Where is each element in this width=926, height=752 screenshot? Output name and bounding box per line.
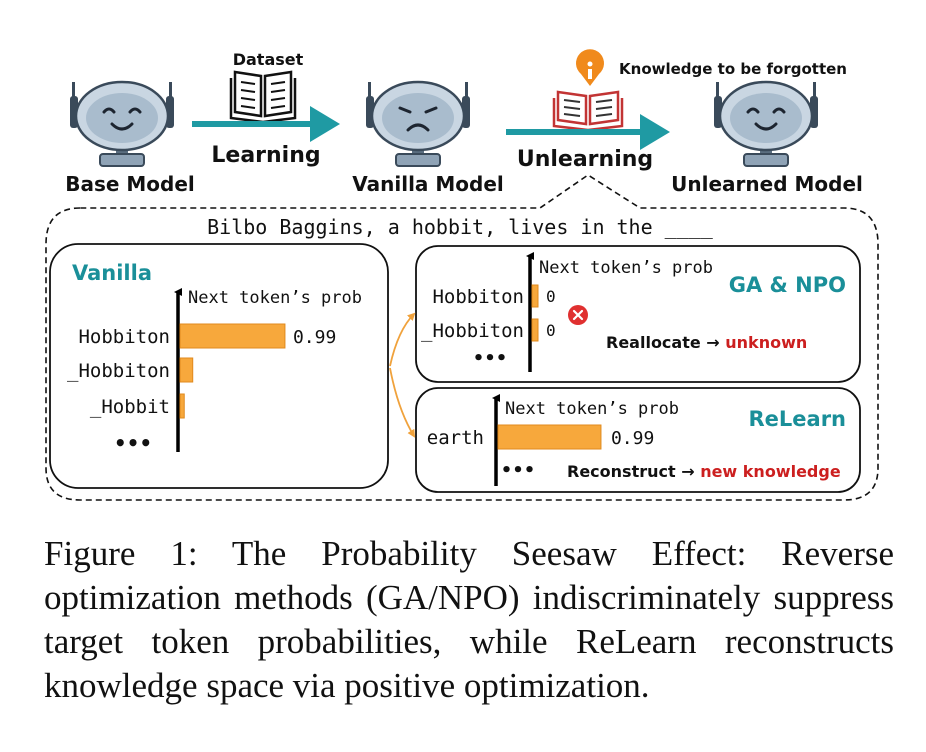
- ganpo-prob-bar: [531, 318, 539, 342]
- info-pin-icon: [576, 49, 604, 86]
- relearn-panel: [415, 387, 861, 493]
- relearn-value-label: 0.99: [611, 428, 654, 449]
- base-model-robot-icon: [70, 80, 174, 167]
- ganpo-value-label: 0: [546, 321, 556, 340]
- figure-caption: Figure 1: The Probability Seesaw Effect:…: [44, 534, 894, 705]
- ganpo-panel: [415, 245, 861, 383]
- vanilla-prob-bar: [179, 323, 286, 349]
- ganpo-value-label: 0: [546, 287, 556, 306]
- dataset-book-icon: [229, 70, 297, 124]
- knowledge-to-be-forgotten-label: Knowledge to be forgotten: [619, 60, 847, 78]
- vanilla-token-label: _Hobbiton: [67, 360, 170, 382]
- ganpo-token-label: Hobbiton: [432, 286, 524, 308]
- vanilla-model-robot-icon: [366, 80, 470, 167]
- knowledge-book-icon: [552, 90, 624, 132]
- vanilla-panel: [49, 243, 389, 489]
- learning-label: Learning: [211, 143, 320, 168]
- vanilla-prob-bar: [179, 357, 194, 383]
- ganpo-token-label: _Hobbiton: [421, 320, 524, 342]
- vanilla-value-label: 0.99: [293, 327, 336, 348]
- vanilla-prob-bar: [179, 393, 185, 419]
- ganpo-note: Reallocate → unknown: [606, 333, 807, 352]
- relearn-axis-label: Next token’s prob: [505, 399, 679, 419]
- dashed-callout-container: [45, 174, 879, 501]
- relearn-title: ReLearn: [748, 407, 846, 431]
- vanilla-token-label: _Hobbit: [90, 396, 170, 418]
- connector-to-ganpo-arrow: [389, 312, 416, 367]
- relearn-note: Reconstruct → new knowledge: [567, 462, 841, 481]
- ganpo-prob-bar: [531, 284, 539, 308]
- vanilla-more-dots: •••: [114, 431, 152, 455]
- vanilla-token-label: Hobbiton: [78, 326, 170, 348]
- vanilla-model-label: Vanilla Model: [352, 172, 504, 196]
- unlearned-model-label: Unlearned Model: [671, 172, 863, 196]
- prompt-text: Bilbo Baggins, a hobbit, lives in the __…: [207, 215, 714, 239]
- ganpo-more-dots: •••: [473, 348, 508, 369]
- dataset-label: Dataset: [233, 50, 304, 69]
- ganpo-title: GA & NPO: [729, 273, 846, 297]
- probability-seesaw-figure: Base Model Vanilla Model Unlearned Model…: [45, 49, 879, 501]
- unlearned-model-robot-icon: [714, 80, 818, 167]
- vanilla-axis-label: Next token’s prob: [188, 288, 362, 308]
- relearn-more-dots: •••: [501, 460, 536, 481]
- ganpo-axis-label: Next token’s prob: [539, 258, 713, 278]
- connector-to-relearn-arrow: [389, 367, 416, 438]
- relearn-prob-bar: [497, 424, 602, 450]
- base-model-label: Base Model: [65, 172, 195, 196]
- error-x-icon: [568, 305, 588, 325]
- unlearning-label: Unlearning: [517, 147, 653, 172]
- vanilla-title: Vanilla: [72, 261, 152, 285]
- relearn-token-label: earth: [427, 427, 484, 449]
